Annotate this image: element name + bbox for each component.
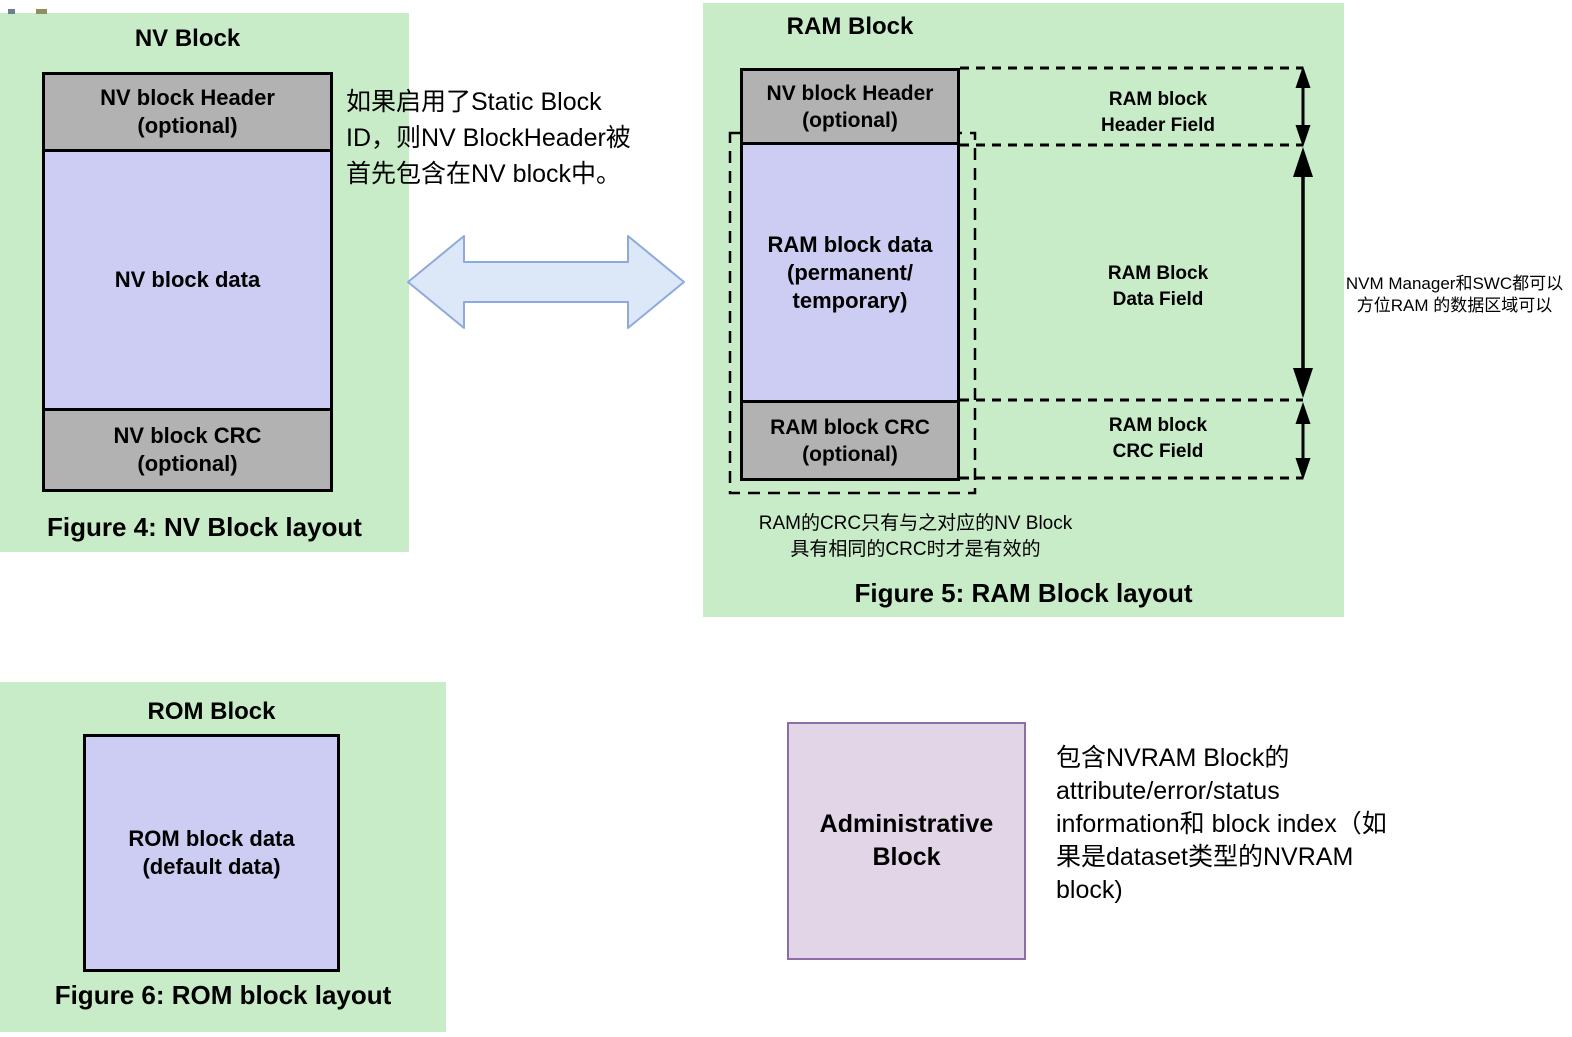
figure6-caption: Figure 6: ROM block layout <box>54 980 392 1010</box>
ram-crc-note: RAM的CRC只有与之对应的NV Block 具有相同的CRC时才是有效的 <box>758 513 1073 560</box>
nv-block-stack: NV block Header (optional) NV block data… <box>42 72 333 492</box>
ram-panel-title: RAM Block <box>786 13 914 40</box>
double-arrow-icon <box>407 235 685 329</box>
rom-data-box: ROM block data (default data) <box>86 737 337 969</box>
rom-block-panel: ROM Block ROM block data (default data) … <box>0 682 446 1032</box>
crop-artifact <box>8 9 15 14</box>
figure5-caption: Figure 5: RAM Block layout <box>854 578 1193 608</box>
ram-crc-field-label: RAM block CRC Field <box>1108 415 1208 462</box>
crop-artifact <box>36 9 47 14</box>
nv-crc-box: NV block CRC (optional) <box>45 408 330 489</box>
nv-data-box: NV block data <box>45 149 330 408</box>
figure4-caption: Figure 4: NV Block layout <box>47 512 362 542</box>
ram-data-box: RAM block data (permanent/ temporary) <box>743 142 957 400</box>
ram-field-lines-and-arrows-icon <box>728 66 1313 495</box>
rom-block-stack: ROM block data (default data) <box>83 734 340 972</box>
ram-block-panel: RAM Block NV block Header (optional) RAM… <box>703 3 1344 617</box>
nv-block-panel: NV Block NV block Header (optional) NV b… <box>0 13 409 552</box>
ram-data-field-label: RAM Block Data Field <box>1107 263 1209 310</box>
ram-header-box: NV block Header (optional) <box>743 71 957 142</box>
ram-crc-box: RAM block CRC (optional) <box>743 400 957 478</box>
nv-header-box: NV block Header (optional) <box>45 75 330 149</box>
administrative-block: Administrative Block <box>787 722 1026 960</box>
rom-panel-title: ROM Block <box>147 698 276 725</box>
nv-note: 如果启用了Static Block ID，则NV BlockHeader被 首先… <box>346 88 631 188</box>
administrative-block-note: 包含NVRAM Block的 attribute/error/status in… <box>1056 744 1387 904</box>
nv-panel-title: NV Block <box>134 25 241 52</box>
ram-side-note: NVM Manager和SWC都可以 方位RAM 的数据区域可以 <box>1345 274 1564 315</box>
ram-block-stack: NV block Header (optional) RAM block dat… <box>740 68 960 481</box>
ram-header-field-label: RAM block Header Field <box>1100 89 1216 136</box>
